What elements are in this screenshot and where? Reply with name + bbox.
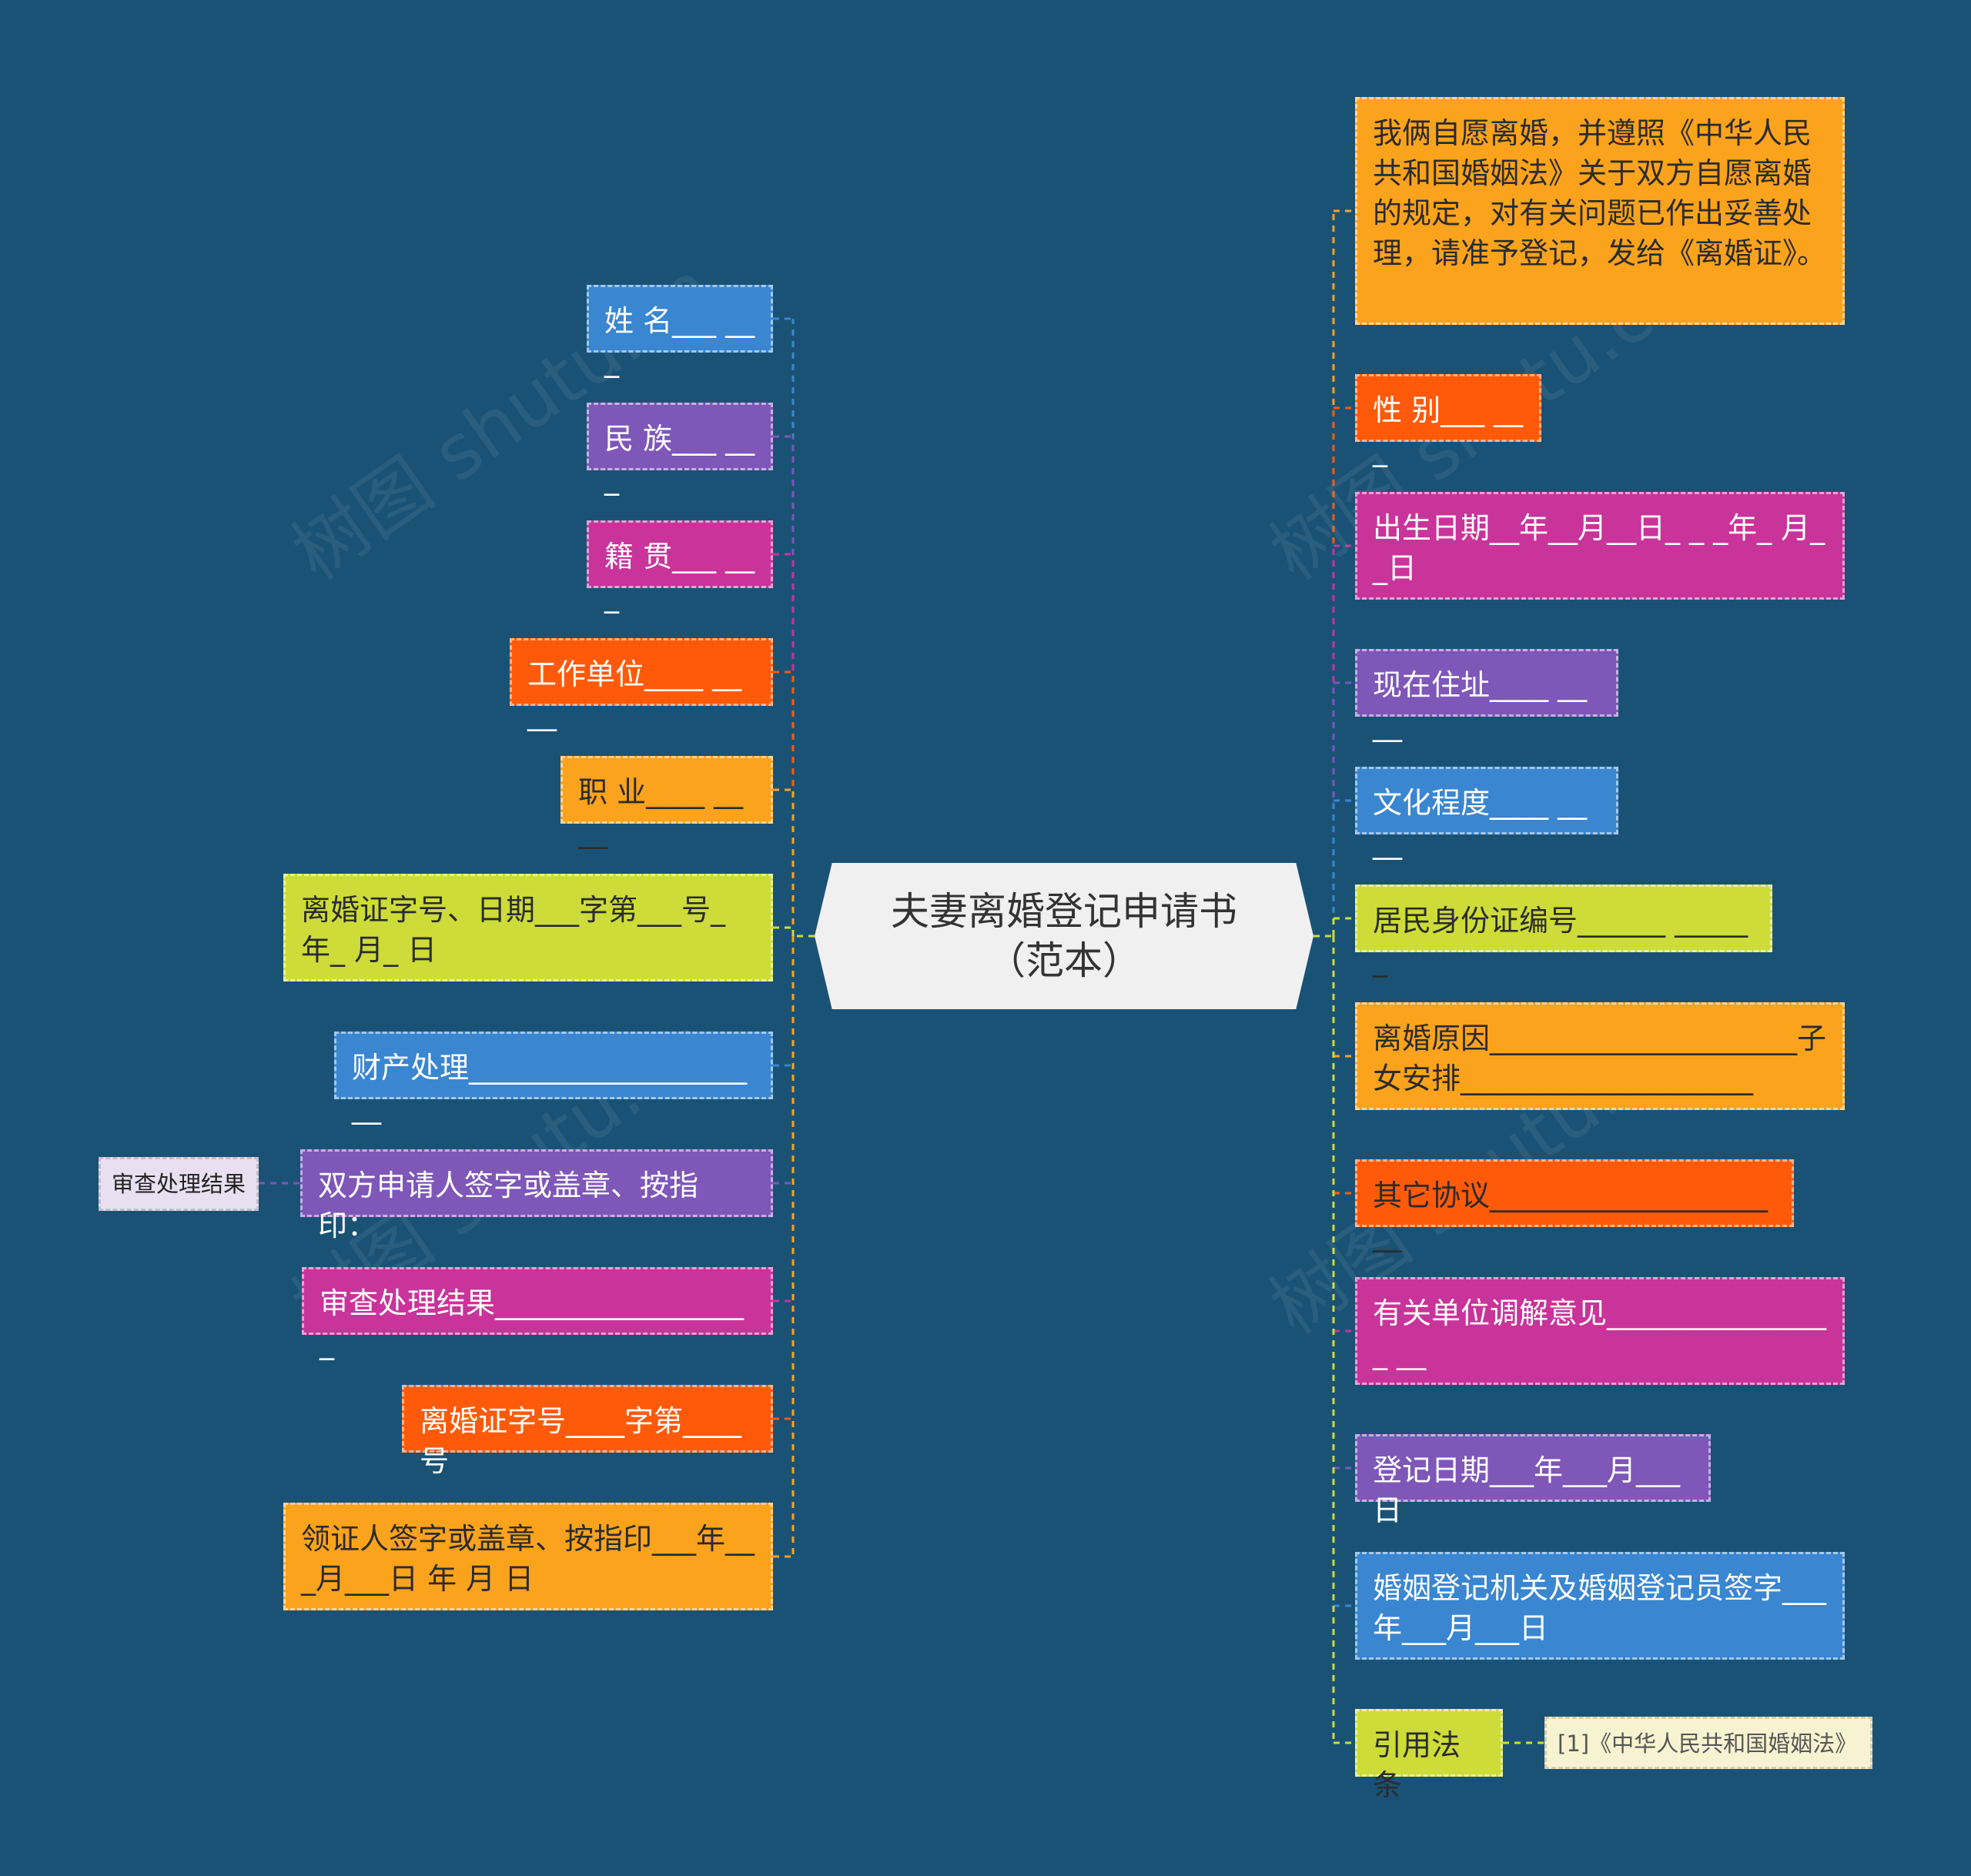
- left-topic-divorce-cert-number[interactable]: 离婚证字号____字第____号: [402, 1385, 773, 1478]
- left-topic-ethnicity[interactable]: 民 族___ ___: [587, 403, 773, 496]
- left-topic-divorce-cert-date[interactable]: 离婚证字号、日期___字第___号_ 年_ 月_ 日: [283, 874, 773, 981]
- central-topic[interactable]: 夫妻离婚登记申请书（范本）: [815, 863, 1313, 1009]
- left-topic-native-place[interactable]: 籍 贯___ ___: [587, 520, 773, 614]
- right-topic-birth-date[interactable]: 出生日期__年__月__日_ _ _年_ 月_ _日: [1355, 492, 1845, 600]
- right-topic-gender[interactable]: 性 别___ ___: [1355, 374, 1541, 467]
- left-topic-occupation[interactable]: 职 业____ ____: [561, 756, 773, 849]
- left-topic-applicant-signature[interactable]: 双方申请人签字或盖章、按指印：: [300, 1149, 773, 1242]
- right-topic-other-agreement[interactable]: 其它协议_____________________: [1355, 1159, 1794, 1252]
- right-topic-education[interactable]: 文化程度____ ____: [1355, 767, 1618, 860]
- right-topic-address[interactable]: 现在住址____ ____: [1355, 649, 1618, 742]
- left-subtopic-review-result[interactable]: 审查处理结果: [99, 1157, 259, 1211]
- left-topic-name[interactable]: 姓 名___ ___: [587, 285, 773, 378]
- right-topic-mediation-opinion[interactable]: 有关单位调解意见________________ __: [1355, 1277, 1845, 1385]
- left-topic-property[interactable]: 财产处理_____________________: [334, 1032, 773, 1125]
- right-topic-id-number[interactable]: 居民身份证编号______ ______: [1355, 884, 1772, 978]
- left-topic-recipient-signature[interactable]: 领证人签字或盖章、按指印___年__ _月___日 年 月 日: [283, 1503, 773, 1610]
- right-topic-registrar-signature[interactable]: 婚姻登记机关及婚姻登记员签字___ 年___月___日: [1355, 1552, 1845, 1660]
- right-topic-divorce-reason[interactable]: 离婚原因_____________________子女安排___________…: [1355, 1002, 1845, 1110]
- right-topic-cited-law[interactable]: 引用法条: [1355, 1709, 1503, 1802]
- right-topic-declaration[interactable]: 我俩自愿离婚，并遵照《中华人民共和国婚姻法》关于双方自愿离婚的规定，对有关问题已…: [1355, 97, 1845, 325]
- left-topic-review-result[interactable]: 审查处理结果__________________: [302, 1267, 773, 1360]
- right-topic-registration-date[interactable]: 登记日期___年___月___日: [1355, 1434, 1711, 1527]
- central-topic-label: 夫妻离婚登记申请书（范本）: [891, 889, 1237, 983]
- left-topic-workplace[interactable]: 工作单位____ ____: [510, 638, 773, 731]
- right-subtopic-marriage-law[interactable]: [1]《中华人民共和国婚姻法》: [1544, 1717, 1872, 1769]
